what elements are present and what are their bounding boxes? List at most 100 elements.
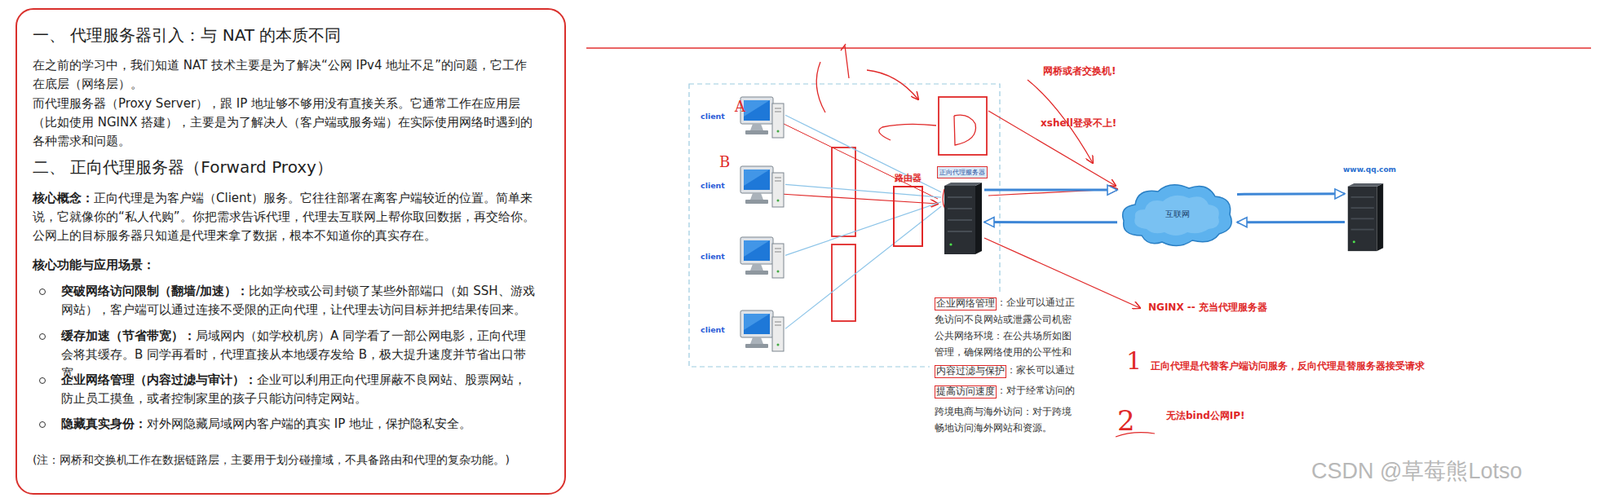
monitor-frame xyxy=(740,97,774,124)
sketch-scribble xyxy=(954,114,976,146)
bullet-marker xyxy=(39,333,46,341)
doc-paragraph: 在之前的学习中，我们知道 NAT 技术主要是为了解决“公网 IPv4 地址不足”… xyxy=(32,56,539,94)
doc-paragraph: 而代理服务器（Proxy Server），跟 IP 地址够不够用没有直接关系。它… xyxy=(32,94,539,151)
tower-slot xyxy=(774,108,782,112)
bullet-item: 企业网络管理（内容过滤与审计）：企业可以利用正向代理屏蔽不良网站、股票网站，防止… xyxy=(61,371,538,409)
computer-icon xyxy=(739,161,786,213)
computer-icon xyxy=(739,232,786,284)
client-node: client xyxy=(739,305,786,358)
monitor-stand xyxy=(750,123,764,131)
server-bay xyxy=(1351,197,1375,230)
server-icon xyxy=(941,181,985,257)
watermark: CSDN @草莓熊Lotso xyxy=(1311,458,1522,485)
doc-emphasis: 缓存加速（节省带宽）： xyxy=(61,328,196,344)
sketch-scribble xyxy=(879,123,937,141)
server-led xyxy=(949,243,952,246)
doc-text: 而代理服务器（Proxy Server），跟 IP 地址够不够用没有直接关系。它… xyxy=(32,96,533,149)
doc-paragraph: 核心概念：正向代理是为客户端（Client）服务。它往往部署在离客户端较近的位置… xyxy=(32,189,539,246)
annotation: 管理，确保网络使用的公平性和 xyxy=(934,347,1072,359)
doc-emphasis: 突破网络访问限制（翻墙/加速）： xyxy=(61,283,249,299)
doc-text: 对外网隐藏局域网内客户端的真实 IP 地址，保护隐私安全。 xyxy=(146,416,472,432)
annotation: 公共网络环境：在公共场所如图 xyxy=(934,331,1072,343)
flow-arrow xyxy=(1237,220,1345,224)
doc-heading: 二、 正向代理服务器（Forward Proxy） xyxy=(32,157,333,177)
power-led xyxy=(777,130,780,133)
link-line xyxy=(785,114,942,193)
client-label: client xyxy=(700,181,725,191)
server-icon xyxy=(1344,181,1386,253)
sketch-arrow xyxy=(866,70,919,100)
tower-slot xyxy=(774,322,782,326)
annotation: NGINX -- 充当代理服务器 xyxy=(1148,301,1268,314)
monitor-screen xyxy=(743,240,770,261)
monitor-frame xyxy=(740,237,774,265)
monitor-frame xyxy=(740,310,774,338)
doc-emphasis: 隐藏真实身份： xyxy=(61,416,147,432)
pc-tower xyxy=(772,243,784,279)
monitor-base xyxy=(745,344,769,349)
bullet-marker xyxy=(39,288,46,296)
monitor-stand xyxy=(750,193,764,200)
annotation: ：企业可以通过正 xyxy=(996,297,1075,310)
computer-icon xyxy=(739,92,786,144)
monitor-base xyxy=(745,270,769,275)
annotation: 免访问不良网站或泄露公司机密 xyxy=(934,314,1072,327)
power-led xyxy=(777,270,780,274)
boxed-keyword: 内容过滤与保护 xyxy=(934,365,1007,379)
annotation: xshell登录不上! xyxy=(1040,117,1117,129)
bullet-marker xyxy=(39,377,46,385)
annotation: A xyxy=(734,97,746,116)
annotation: 网桥或者交换机! xyxy=(1043,65,1116,77)
doc-text: 在之前的学习中，我们知道 NAT 技术主要是为了解决“公网 IPv4 地址不足”… xyxy=(32,57,527,92)
server-node: www.qq.com xyxy=(1344,181,1386,253)
server-side xyxy=(975,182,982,255)
sketch-scribble xyxy=(816,61,826,113)
monitor-screen xyxy=(743,100,770,121)
doc-emphasis: 核心功能与应用场景： xyxy=(32,257,155,273)
annotation: 正向代理是代替客户端访问服务，反向代理是替服务器接受请求 xyxy=(1150,361,1425,373)
annotation: 畅地访问海外网站和资源。 xyxy=(934,423,1052,435)
server-label: www.qq.com xyxy=(1343,165,1397,174)
server-top xyxy=(944,182,982,186)
server-top xyxy=(1348,183,1384,187)
flow-arrow xyxy=(1237,192,1345,196)
monitor-frame xyxy=(740,166,774,194)
server-front xyxy=(944,185,976,255)
callout-number: 2 xyxy=(1117,404,1136,438)
client-label: client xyxy=(700,325,725,335)
annotation: 跨境电商与海外访问：对于跨境 xyxy=(934,406,1072,419)
link-line xyxy=(785,202,942,257)
bullet-item: 突破网络访问限制（翻墙/加速）：比如学校或公司封锁了某些外部端口（如 SSH、游… xyxy=(61,282,538,320)
annotation: 无法bind公网IP! xyxy=(1166,410,1246,422)
screen-gloss xyxy=(743,100,770,117)
document-panel: 一、 代理服务器引入：与 NAT 的本质不同在之前的学习中，我们知道 NAT 技… xyxy=(15,8,566,496)
doc-emphasis: 企业网络管理（内容过滤与审计）： xyxy=(61,372,257,388)
server-bay xyxy=(947,197,973,232)
server-led xyxy=(1352,240,1356,244)
link-line xyxy=(785,206,942,329)
tower-slot xyxy=(774,248,782,252)
bullet-marker xyxy=(39,421,46,429)
client-label: client xyxy=(700,111,725,121)
server-front xyxy=(1348,186,1378,252)
client-node: client xyxy=(739,92,786,144)
flow-arrow xyxy=(984,220,1118,224)
pc-tower xyxy=(772,317,784,352)
tower-slot xyxy=(774,177,782,182)
cloud-node: 互联网 xyxy=(1117,178,1238,251)
monitor-stand xyxy=(750,264,764,271)
flow-arrow xyxy=(984,189,1118,192)
client-node: client xyxy=(739,232,786,284)
monitor-base xyxy=(745,199,769,204)
bullet-item: 隐藏真实身份：对外网隐藏局域网内客户端的真实 IP 地址，保护隐私安全。 xyxy=(61,415,538,434)
server-label: 正向代理服务器 xyxy=(937,166,988,179)
server-side xyxy=(1377,183,1384,252)
doc-paragraph: 二、 正向代理服务器（Forward Proxy） xyxy=(32,156,539,178)
annotation: ：家长可以通过 xyxy=(1006,365,1075,377)
monitor-stand xyxy=(750,337,764,345)
sketch-scribble xyxy=(840,44,849,79)
screen-gloss xyxy=(743,240,770,257)
client-label: client xyxy=(700,251,725,261)
boxed-keyword: 提高访问速度 xyxy=(934,385,997,399)
